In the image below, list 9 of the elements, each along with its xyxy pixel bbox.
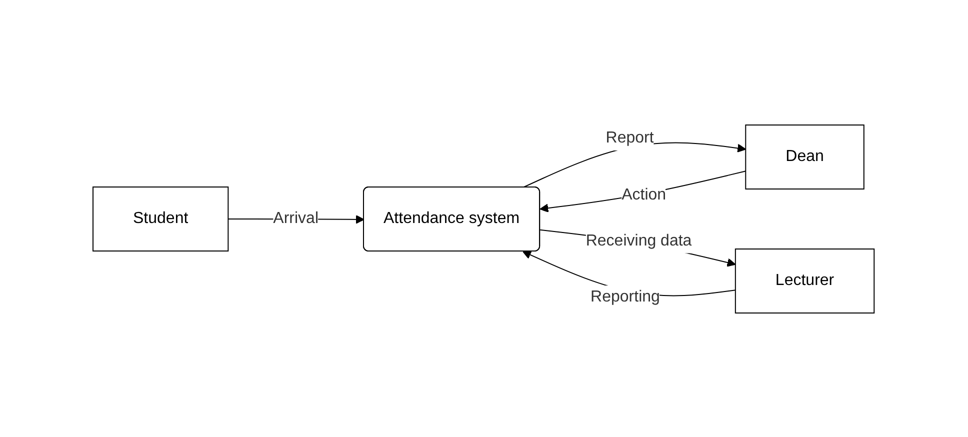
edge-label: Action [622,186,667,203]
node-box: Dean [746,124,865,189]
edge-label: Receiving data [586,232,692,249]
node-box: Lecturer [735,248,876,313]
edge-label: Arrival [274,210,319,226]
node-box: Student [92,186,230,251]
edge-label: Reporting [590,288,660,305]
edge-label: Report [606,129,654,146]
arrow [540,170,747,212]
